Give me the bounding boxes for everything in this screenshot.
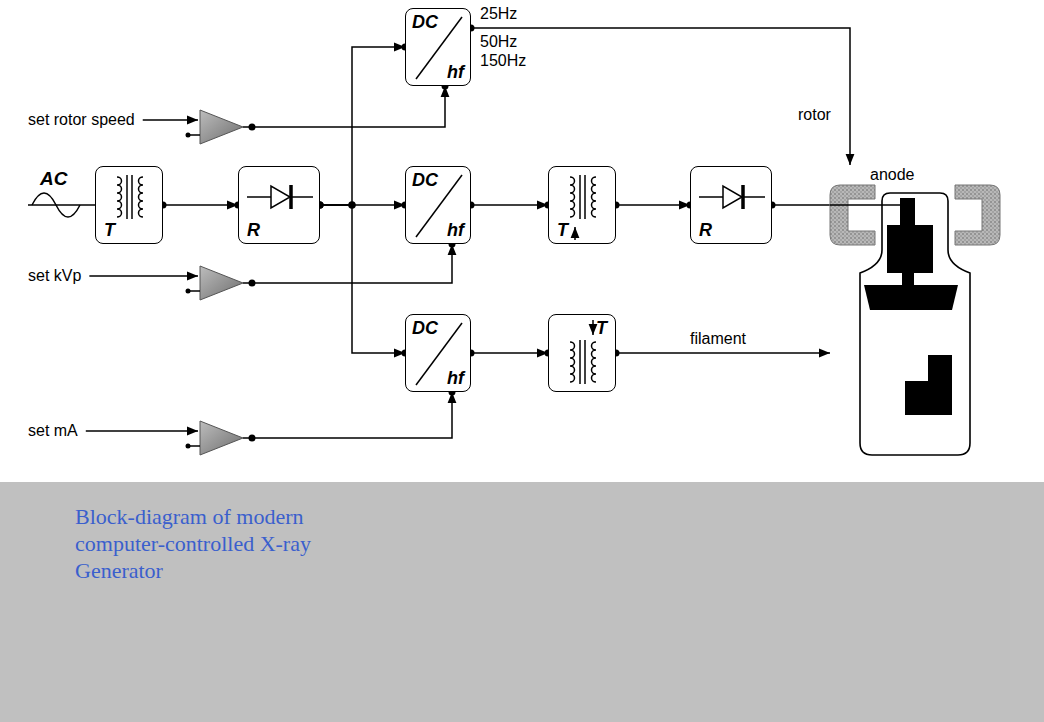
amplifier-node: set rotor speed [28, 107, 252, 147]
amplifier-output [243, 282, 252, 284]
inverter-box: DC hf [405, 8, 471, 86]
amplifier-node: set mA [28, 418, 252, 458]
box-letter: hf [447, 368, 464, 388]
diode-bar [741, 185, 745, 209]
connector-label: filament [688, 330, 748, 348]
step-down-arrow [592, 320, 594, 335]
coil-winding [592, 342, 597, 382]
stator-coil [955, 185, 1000, 245]
input-dot [186, 133, 191, 138]
coil-winding [570, 342, 575, 382]
signal-connector [320, 47, 405, 205]
amplifier-symbol [200, 421, 243, 455]
inverter-box: DC hf [405, 314, 471, 392]
setpoint-arrow [89, 275, 198, 277]
anode-stem [900, 198, 915, 228]
diode-symbol [271, 186, 290, 208]
box-letter: T [596, 318, 607, 338]
box-letter: R [247, 220, 260, 240]
figure-caption: Block-diagram of modern computer-control… [75, 503, 355, 584]
amplifier-output [243, 126, 252, 128]
step-up-arrow [574, 227, 576, 240]
signal-connector [252, 244, 452, 283]
signal-connector [471, 352, 548, 354]
coil-winding [592, 177, 597, 217]
stator-coil [830, 185, 875, 245]
signal-connector [471, 204, 548, 206]
frequency-label: 50Hz [478, 33, 519, 51]
transformer-box: T [95, 166, 163, 244]
coil-winding [570, 177, 575, 217]
transformer-core [584, 340, 586, 384]
amplifier-symbol [200, 266, 243, 300]
box-letter: T [557, 220, 568, 240]
control-label: set rotor speed [28, 111, 135, 129]
input-dot [186, 444, 191, 449]
box-letter: DC [412, 318, 438, 338]
signal-connector [772, 204, 830, 206]
signal-connector [252, 86, 445, 127]
node-outline [830, 165, 1000, 460]
box-letter: R [699, 220, 712, 240]
control-label: set kVp [28, 267, 81, 285]
xray-tube: anode [830, 165, 1000, 460]
anode-disk [864, 285, 958, 310]
diode-bar [289, 185, 293, 209]
cathode-block [905, 355, 952, 415]
rectifier-box: R [238, 166, 320, 244]
box-letter: DC [412, 12, 438, 32]
ac-sine-symbol [32, 193, 80, 217]
anode-lead [830, 204, 900, 206]
connector-label: rotor [796, 106, 833, 124]
transformer-core [584, 175, 586, 219]
transformer-box: T [548, 314, 616, 392]
signal-connector [471, 28, 850, 165]
rotor-body [887, 225, 933, 273]
setpoint-arrow [143, 119, 198, 121]
box-letter: DC [412, 170, 438, 190]
coil-winding [117, 177, 122, 217]
setpoint-arrow [86, 430, 198, 432]
signal-connector [252, 392, 452, 438]
box-letter: T [104, 220, 115, 240]
control-label: set mA [28, 422, 78, 440]
amplifier-node: set kVp [28, 263, 252, 303]
signal-connector [320, 205, 405, 353]
amplifier-symbol [200, 110, 243, 144]
signal-connector [163, 204, 238, 206]
part-label: anode [870, 166, 915, 184]
anode-shaft [902, 271, 914, 287]
signal-connector [616, 352, 830, 354]
inverter-box: DC hf [405, 166, 471, 244]
amplifier-output [243, 437, 252, 439]
glass-envelope [860, 193, 970, 455]
rectifier-box: R [690, 166, 772, 244]
coil-winding [139, 177, 144, 217]
diode-symbol [723, 186, 742, 208]
frequency-label: 150Hz [478, 52, 528, 70]
box-letter: hf [447, 220, 464, 240]
transformer-core [126, 175, 128, 219]
supply-label: AC [38, 168, 69, 189]
input-dot [186, 289, 191, 294]
signal-connector [616, 204, 690, 206]
box-letter: hf [447, 62, 464, 82]
frequency-label: 25Hz [478, 5, 519, 23]
transformer-box: T [548, 166, 616, 244]
ac-input-wire [28, 204, 95, 206]
transformer-core [131, 175, 133, 219]
transformer-core [579, 175, 581, 219]
transformer-core [579, 340, 581, 384]
